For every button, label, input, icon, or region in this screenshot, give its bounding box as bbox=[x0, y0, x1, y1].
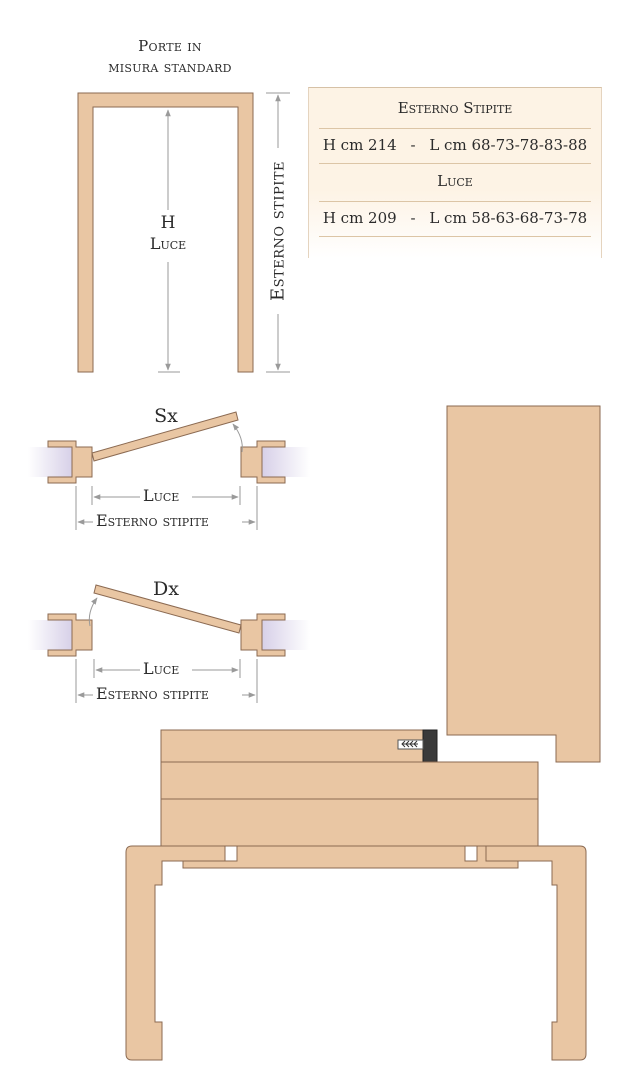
sx-label: Sx bbox=[154, 405, 178, 427]
spec-divider bbox=[319, 236, 591, 237]
sx-esterno-stipite-label: Esterno stipite bbox=[93, 511, 212, 530]
section-detail bbox=[125, 405, 601, 1061]
front-h-label: H bbox=[160, 213, 176, 233]
spec-row-luce-h: H cm 209 bbox=[322, 209, 397, 227]
spec-header-esterno-stipite: Esterno Stipite bbox=[397, 99, 513, 117]
spec-table: Esterno Stipite H cm 214 - L cm 68-73-78… bbox=[308, 87, 602, 258]
spec-divider bbox=[319, 163, 591, 164]
page-title: Porte in misura standard bbox=[40, 36, 300, 78]
spec-divider bbox=[319, 201, 591, 202]
sx-luce-label: Luce bbox=[140, 486, 183, 505]
spec-row-esterno-h: H cm 214 bbox=[322, 136, 397, 154]
dx-plan bbox=[28, 584, 310, 703]
title-line-2: misura standard bbox=[108, 58, 232, 76]
spec-row-esterno-l: L cm 68-73-78-83-88 bbox=[429, 136, 588, 154]
spec-row-luce-l: L cm 58-63-68-73-78 bbox=[429, 209, 588, 227]
dx-luce-label: Luce bbox=[140, 659, 183, 678]
dx-label: Dx bbox=[153, 578, 179, 600]
dx-esterno-stipite-label: Esterno stipite bbox=[93, 684, 212, 703]
spec-row-luce-sep: - bbox=[410, 209, 416, 227]
spec-header-luce: Luce bbox=[437, 172, 473, 190]
front-luce-label: Luce bbox=[149, 234, 187, 253]
sx-plan bbox=[28, 411, 310, 530]
spec-row-esterno-sep: - bbox=[410, 136, 416, 154]
front-frame bbox=[77, 92, 254, 373]
front-esterno-stipite-label: Esterno stipite bbox=[267, 160, 289, 302]
spec-row-esterno: H cm 214 - L cm 68-73-78-83-88 bbox=[309, 136, 601, 154]
spec-divider bbox=[319, 128, 591, 129]
spec-row-luce: H cm 209 - L cm 58-63-68-73-78 bbox=[309, 209, 601, 227]
title-line-1: Porte in bbox=[138, 37, 202, 55]
